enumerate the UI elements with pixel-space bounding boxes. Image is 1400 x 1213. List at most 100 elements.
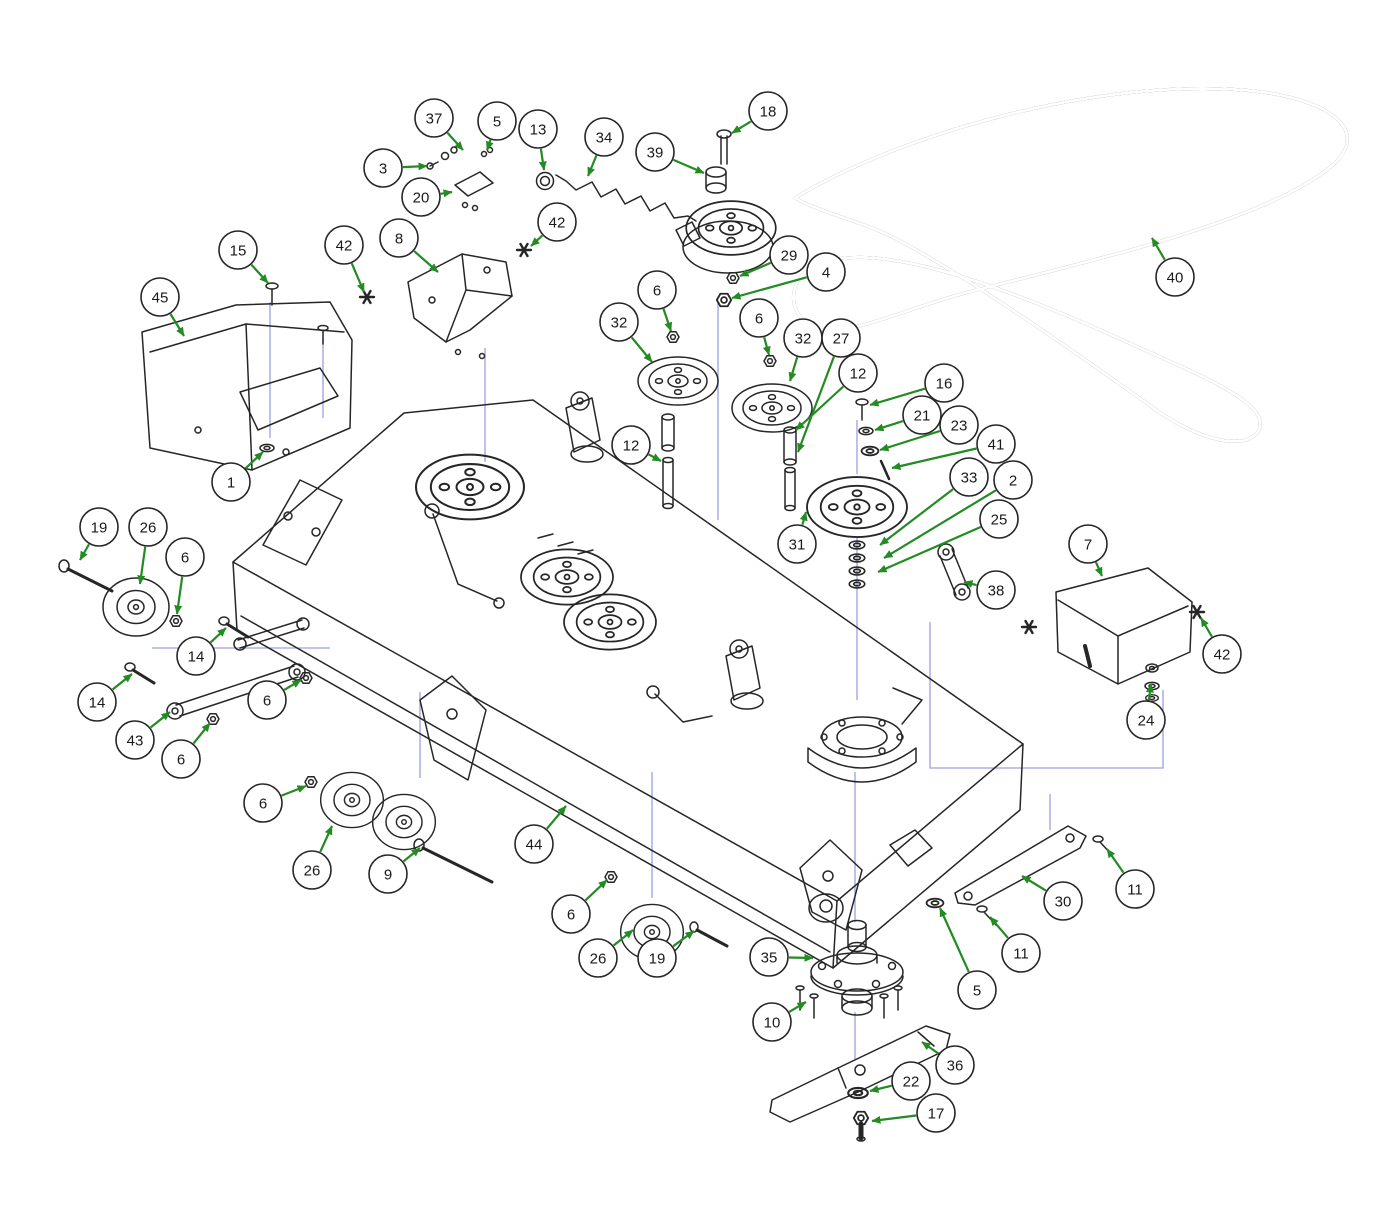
callout-leader-arrow bbox=[891, 447, 977, 470]
callout-26: 26 bbox=[292, 825, 334, 890]
deck-shell bbox=[232, 391, 1024, 969]
callout-leader-arrow bbox=[874, 420, 904, 432]
callout-number: 43 bbox=[127, 732, 144, 749]
callout-number: 7 bbox=[1084, 536, 1092, 553]
callout-number: 20 bbox=[413, 189, 430, 206]
callout-6: 6 bbox=[161, 722, 211, 779]
callout-leader-arrow bbox=[79, 543, 90, 561]
callout-leader-arrow bbox=[795, 385, 845, 431]
left-belt-cover bbox=[141, 282, 353, 471]
callout-circle bbox=[578, 938, 618, 978]
callout-leader-arrow bbox=[799, 511, 808, 526]
callout-35: 35 bbox=[749, 937, 814, 977]
callout-leader-arrow bbox=[648, 453, 662, 462]
callout-42: 42 bbox=[530, 202, 577, 247]
callout-circle bbox=[949, 457, 989, 497]
callout-number: 6 bbox=[181, 549, 189, 566]
callout-23: 23 bbox=[879, 405, 979, 452]
callout-number: 6 bbox=[653, 282, 661, 299]
callout-circle bbox=[537, 202, 577, 242]
callout-number: 9 bbox=[384, 866, 392, 883]
callout-15: 15 bbox=[218, 230, 269, 284]
callout-leader-arrow bbox=[192, 722, 211, 745]
callout-leader-arrow bbox=[877, 525, 982, 574]
callout-circle bbox=[401, 177, 441, 217]
callout-41: 41 bbox=[891, 424, 1016, 470]
callout-leader-arrow bbox=[1094, 561, 1104, 577]
callout-number: 16 bbox=[936, 375, 953, 392]
callout-leader-arrow bbox=[1145, 683, 1154, 701]
callout-18: 18 bbox=[731, 91, 788, 134]
callout-circle bbox=[599, 302, 639, 342]
callout-circle bbox=[739, 298, 779, 338]
callout-32: 32 bbox=[599, 302, 653, 363]
callout-5: 5 bbox=[477, 101, 517, 151]
callout-6: 6 bbox=[247, 679, 302, 720]
callout-number: 26 bbox=[590, 950, 607, 967]
callout-leader-arrow bbox=[402, 847, 421, 863]
callout-11: 11 bbox=[1106, 848, 1155, 909]
callout-circle bbox=[902, 395, 942, 435]
callout-leader-arrow bbox=[149, 711, 171, 729]
callout-circle bbox=[1202, 634, 1242, 674]
callout-2: 2 bbox=[883, 460, 1033, 559]
callout-19: 19 bbox=[79, 507, 119, 561]
callout-circle bbox=[514, 824, 554, 864]
callout-circle bbox=[748, 91, 788, 131]
callout-leader-arrow bbox=[731, 276, 807, 300]
callout-number: 45 bbox=[152, 289, 169, 306]
callout-leader-arrow bbox=[174, 576, 184, 615]
callout-4: 4 bbox=[731, 252, 846, 300]
callout-number: 8 bbox=[395, 230, 403, 247]
callout-leader-arrow bbox=[731, 120, 752, 134]
callout-leader-arrow bbox=[762, 337, 771, 356]
callout-number: 36 bbox=[947, 1057, 964, 1074]
callout-leader-arrow bbox=[319, 825, 334, 853]
callout-leader-arrow bbox=[871, 1114, 917, 1124]
callout-33: 33 bbox=[879, 457, 989, 546]
callout-1: 1 bbox=[211, 451, 264, 502]
callout-leader-arrow bbox=[1200, 617, 1213, 638]
callout-number: 21 bbox=[914, 407, 931, 424]
callout-number: 6 bbox=[263, 692, 271, 709]
callout-number: 14 bbox=[89, 694, 106, 711]
callout-leader-arrow bbox=[209, 627, 227, 644]
callout-42: 42 bbox=[324, 225, 366, 293]
callout-30: 30 bbox=[1021, 875, 1083, 921]
callout-circle bbox=[161, 739, 201, 779]
callout-circle bbox=[584, 117, 624, 157]
callout-circle bbox=[924, 363, 964, 403]
callout-number: 22 bbox=[903, 1073, 920, 1090]
callout-13: 13 bbox=[518, 109, 558, 171]
callout-leader-arrow bbox=[739, 261, 772, 278]
callout-leader-arrow bbox=[244, 451, 264, 470]
callout-circle bbox=[77, 682, 117, 722]
callout-circle bbox=[637, 270, 677, 310]
callout-22: 22 bbox=[869, 1061, 931, 1101]
callout-24: 24 bbox=[1126, 683, 1166, 740]
callout-circle bbox=[821, 318, 861, 358]
callout-leader-arrow bbox=[938, 907, 970, 973]
callout-number: 31 bbox=[789, 536, 806, 553]
callout-number: 11 bbox=[1127, 881, 1143, 898]
callout-circle bbox=[916, 1093, 956, 1133]
callout-leader-arrow bbox=[788, 356, 799, 382]
callout-circle bbox=[777, 524, 817, 564]
callout-leader-arrow bbox=[921, 1041, 940, 1055]
callout-circle bbox=[957, 970, 997, 1010]
callout-circle bbox=[414, 98, 454, 138]
callout-number: 6 bbox=[259, 795, 267, 812]
callout-number: 26 bbox=[140, 519, 157, 536]
callout-leader-arrow bbox=[672, 158, 705, 175]
callout-16: 16 bbox=[869, 363, 964, 407]
callout-circle bbox=[518, 109, 558, 149]
callout-number: 18 bbox=[760, 103, 777, 120]
callout-number: 38 bbox=[988, 582, 1005, 599]
callout-circle bbox=[939, 405, 979, 445]
callout-circle bbox=[368, 854, 408, 894]
callout-circle bbox=[128, 507, 168, 547]
callout-14: 14 bbox=[176, 627, 227, 676]
callout-circle bbox=[477, 101, 517, 141]
